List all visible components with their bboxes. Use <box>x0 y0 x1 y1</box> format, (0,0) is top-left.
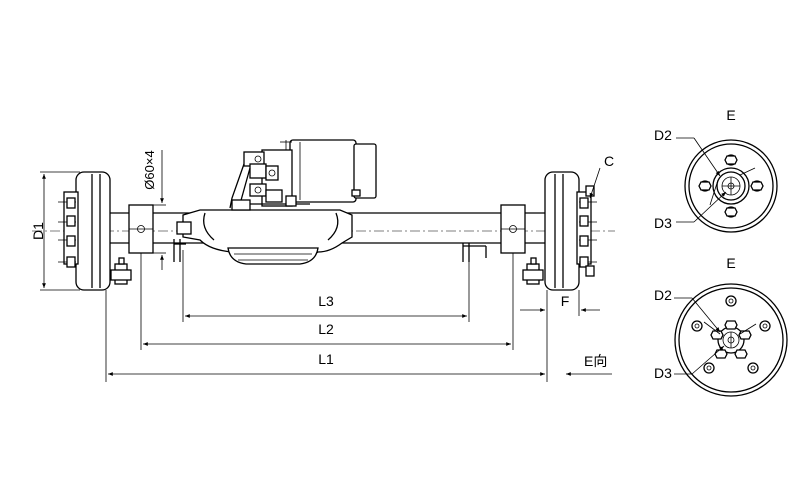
e-direction-label: E向 <box>584 353 607 369</box>
l3-label: L3 <box>318 293 334 309</box>
l1-label: L1 <box>318 351 334 367</box>
axle-assembly <box>32 139 615 291</box>
end-view-bottom: E D2 D3 <box>654 255 788 397</box>
right-wheel-hub <box>527 171 597 291</box>
d1-label: D1 <box>30 222 46 240</box>
dimension-f: F <box>520 290 600 316</box>
left-wheel-hub <box>58 171 128 291</box>
end-view-bottom-d3-label: D3 <box>654 365 672 381</box>
end-view-top: E D2 D3 <box>654 107 778 233</box>
end-view-bottom-e-label: E <box>726 255 735 271</box>
right-bleed-bolt <box>522 257 544 285</box>
l2-label: L2 <box>318 321 334 337</box>
left-spring-seat <box>128 204 154 254</box>
end-view-top-e-label: E <box>726 107 735 123</box>
right-spring-seat <box>500 204 526 254</box>
dimension-l2: L2 <box>140 253 514 350</box>
end-view-bottom-d2-label: D2 <box>654 287 672 303</box>
dimension-seat-diameter: Ø60×4 <box>142 150 166 270</box>
dimension-d1: D1 <box>30 171 80 291</box>
end-view-top-d3-label: D3 <box>654 215 672 231</box>
end-view-top-d2-label: D2 <box>654 127 672 143</box>
left-bleed-bolt <box>110 257 132 285</box>
brake-assembly <box>229 140 310 211</box>
c-label: C <box>604 153 614 169</box>
dimension-l1: L1 <box>105 290 548 382</box>
seat-diameter-label: Ø60×4 <box>142 150 157 189</box>
dimension-l3: L3 <box>182 250 470 322</box>
view-direction-e: E向 <box>566 353 612 376</box>
f-label: F <box>561 293 570 309</box>
drive-motor <box>289 139 377 203</box>
differential-housing <box>173 209 487 265</box>
dimension-c: C <box>589 153 614 199</box>
